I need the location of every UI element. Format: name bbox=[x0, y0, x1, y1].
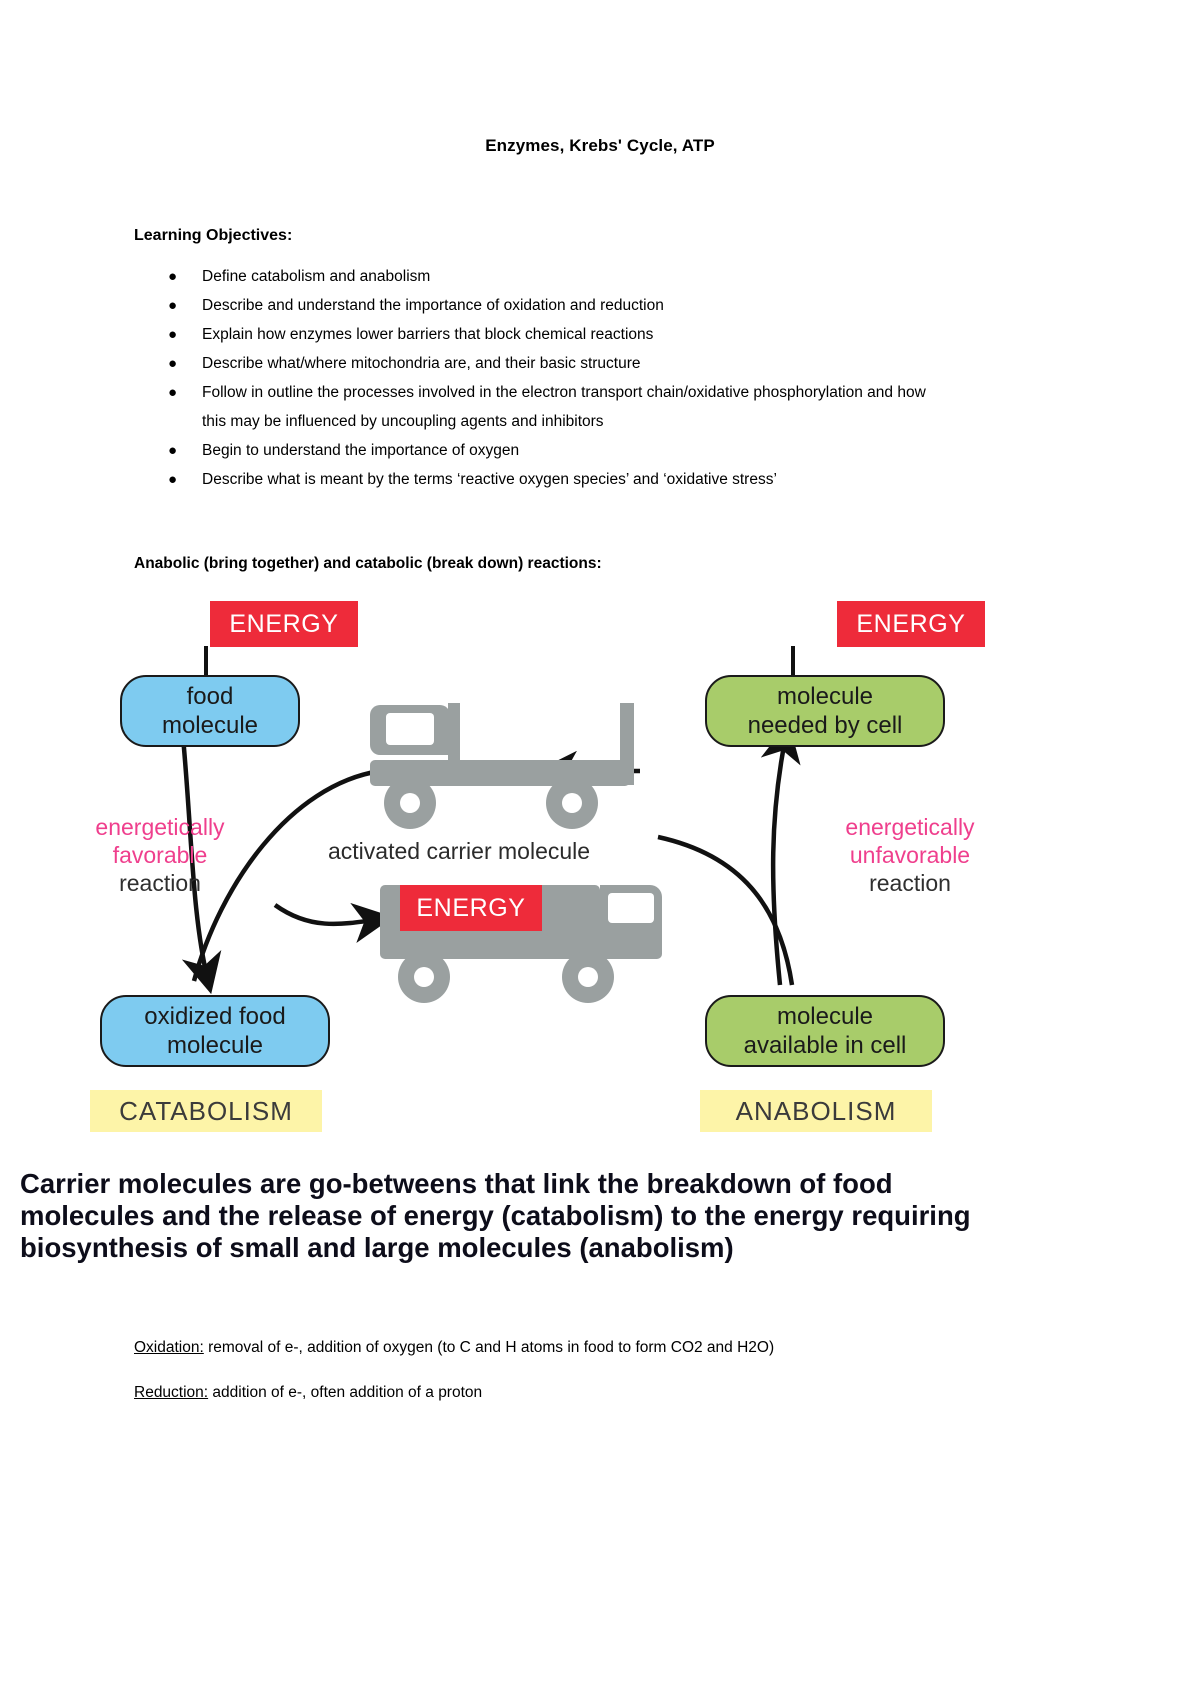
label-energetically-favorable-reaction: energetically favorable reaction bbox=[50, 813, 270, 897]
list-item-text: Describe what is meant by the terms ‘rea… bbox=[202, 471, 777, 488]
node-molecule-available-line1: molecule bbox=[776, 1003, 874, 1030]
node-molecule-available-in-cell: molecule available in cell bbox=[705, 995, 945, 1067]
label-anabolism: ANABOLISM bbox=[700, 1090, 932, 1132]
node-oxidized-food-molecule: oxidized food molecule bbox=[100, 995, 330, 1067]
bullet-icon: ● bbox=[168, 384, 178, 401]
definition-oxidation-term: Oxidation: bbox=[134, 1339, 204, 1356]
bullet-icon: ● bbox=[168, 471, 178, 488]
learning-objectives-list: ● Define catabolism and anabolism ● Desc… bbox=[134, 262, 934, 494]
list-item-text: Define catabolism and anabolism bbox=[202, 268, 431, 285]
summary-statement-line1: Carrier molecules are go-betweens that l… bbox=[20, 1168, 893, 1199]
learning-objectives-heading: Learning Objectives: bbox=[134, 227, 293, 244]
list-item-text: Follow in outline the processes involved… bbox=[202, 384, 926, 430]
list-item: ● Begin to understand the importance of … bbox=[134, 436, 934, 465]
energy-box-right: ENERGY bbox=[837, 601, 985, 647]
node-food-molecule: food molecule bbox=[120, 675, 300, 747]
summary-statement-line2: molecules and the release of energy (cat… bbox=[20, 1200, 971, 1231]
favorable-line3: reaction bbox=[119, 870, 201, 896]
bullet-icon: ● bbox=[168, 268, 178, 285]
node-oxidized-food-line2: molecule bbox=[166, 1032, 264, 1059]
arrow-available-to-needed bbox=[760, 721, 801, 986]
unfavorable-line1: energetically bbox=[845, 814, 975, 840]
node-food-molecule-line1: food bbox=[186, 683, 234, 710]
bullet-icon: ● bbox=[168, 297, 178, 314]
catabolism-anabolism-diagram: ENERGY ENERGY ENERGY food molecule oxidi… bbox=[80, 585, 1120, 1150]
list-item-text: Describe what/where mitochondria are, an… bbox=[202, 355, 641, 372]
node-molecule-available-line2: available in cell bbox=[743, 1032, 907, 1059]
list-item: ● Follow in outline the processes involv… bbox=[134, 378, 934, 436]
energy-box-left: ENERGY bbox=[210, 601, 358, 647]
list-item: ● Define catabolism and anabolism bbox=[134, 262, 934, 291]
bullet-icon: ● bbox=[168, 326, 178, 343]
list-item-text: Describe and understand the importance o… bbox=[202, 297, 664, 314]
list-item-text: Begin to understand the importance of ox… bbox=[202, 442, 520, 459]
node-oxidized-food-line1: oxidized food bbox=[144, 1003, 286, 1030]
definition-oxidation: Oxidation: removal of e-, addition of ox… bbox=[134, 1337, 774, 1359]
node-molecule-needed-line1: molecule bbox=[776, 683, 874, 710]
list-item-text: Explain how enzymes lower barriers that … bbox=[202, 326, 654, 343]
definition-reduction-text: addition of e-, often addition of a prot… bbox=[208, 1384, 483, 1401]
bullet-icon: ● bbox=[168, 355, 178, 372]
carrier-molecule-caption: activated carrier molecule bbox=[328, 838, 591, 864]
definition-oxidation-text: removal of e-, addition of oxygen (to C … bbox=[203, 1339, 775, 1356]
favorable-line1: energetically bbox=[95, 814, 225, 840]
energy-box-on-truck: ENERGY bbox=[400, 885, 542, 931]
node-food-molecule-line2: molecule bbox=[161, 712, 259, 739]
label-catabolism: CATABOLISM bbox=[90, 1090, 322, 1132]
summary-statement-line3: biosynthesis of small and large molecule… bbox=[20, 1232, 734, 1263]
list-item: ● Describe and understand the importance… bbox=[134, 291, 934, 320]
node-molecule-needed-by-cell: molecule needed by cell bbox=[705, 675, 945, 747]
curve-catabolism-to-carrier bbox=[191, 768, 381, 982]
definition-reduction: Reduction: addition of e-, often additio… bbox=[134, 1382, 482, 1404]
node-molecule-needed-line2: needed by cell bbox=[747, 712, 903, 739]
page-title: Enzymes, Krebs' Cycle, ATP bbox=[485, 136, 715, 155]
list-item: ● Describe what is meant by the terms ‘r… bbox=[134, 465, 934, 494]
unfavorable-line3: reaction bbox=[869, 870, 951, 896]
arrow-to-loaded-carrier bbox=[273, 902, 394, 944]
empty-truck-icon bbox=[370, 703, 634, 829]
definition-reduction-term: Reduction: bbox=[134, 1384, 209, 1401]
unfavorable-line2: unfavorable bbox=[849, 842, 971, 868]
list-item: ● Explain how enzymes lower barriers tha… bbox=[134, 320, 934, 349]
section-heading: Anabolic (bring together) and catabolic … bbox=[134, 555, 602, 572]
label-energetically-unfavorable-reaction: energetically unfavorable reaction bbox=[795, 813, 1025, 897]
summary-statement: Carrier molecules are go-betweens that l… bbox=[20, 1168, 1085, 1264]
list-item: ● Describe what/where mitochondria are, … bbox=[134, 349, 934, 378]
bullet-icon: ● bbox=[168, 442, 178, 459]
favorable-line2: favorable bbox=[112, 842, 208, 868]
curve-carrier-to-anabolism bbox=[657, 834, 795, 986]
